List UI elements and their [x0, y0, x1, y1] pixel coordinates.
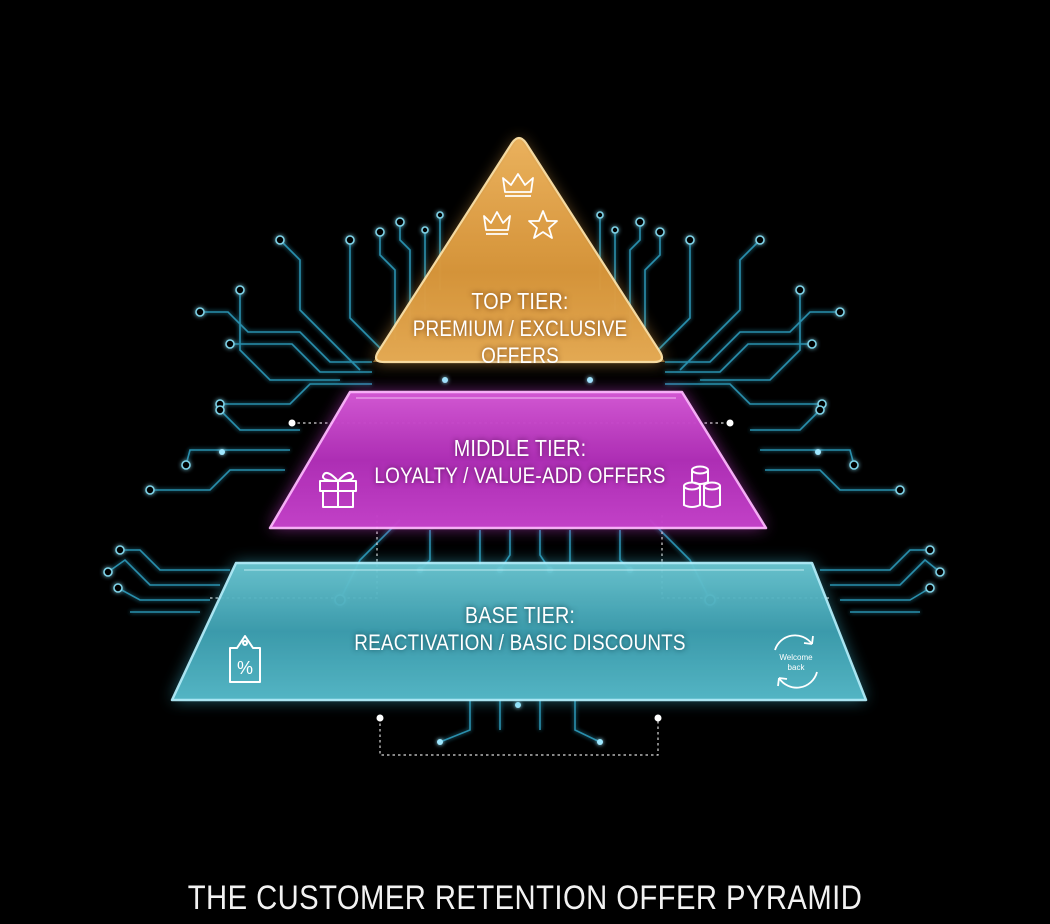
top-tier-heading: TOP TIER:	[471, 288, 569, 314]
middle-tier	[268, 390, 768, 530]
middle-tier-heading: MIDDLE TIER:	[453, 435, 587, 461]
diagram-caption: THE CUSTOMER RETENTION OFFER PYRAMID	[187, 879, 863, 917]
middle-tier-subtitle: LOYALTY / VALUE-ADD OFFERS	[374, 463, 666, 488]
base-tier-heading: BASE TIER:	[464, 602, 576, 628]
base-tier-label: BASE TIER: REACTIVATION / BASIC DISCOUNT…	[339, 601, 700, 656]
crown-icon	[502, 173, 534, 197]
white-nodes	[288, 419, 734, 722]
base-tier-subtitle: REACTIVATION / BASIC DISCOUNTS	[354, 630, 686, 655]
gift-icon	[319, 471, 357, 508]
price-tag-percent-icon: %	[229, 635, 261, 683]
top-tier	[373, 136, 665, 364]
top-tier-subtitle: PREMIUM / EXCLUSIVE OFFERS	[412, 316, 628, 368]
star-icon	[528, 210, 558, 239]
crown-icon	[483, 211, 511, 235]
svg-text:%: %	[237, 658, 253, 678]
refresh-badge-icon: Welcome back	[774, 634, 818, 689]
base-tier	[170, 561, 868, 702]
coins-icon	[683, 465, 721, 508]
badge-back-text: back	[788, 663, 806, 672]
middle-tier-label: MIDDLE TIER: LOYALTY / VALUE-ADD OFFERS	[365, 434, 675, 489]
badge-welcome-text: Welcome	[779, 653, 813, 662]
top-tier-label: TOP TIER: PREMIUM / EXCLUSIVE OFFERS	[382, 287, 657, 369]
